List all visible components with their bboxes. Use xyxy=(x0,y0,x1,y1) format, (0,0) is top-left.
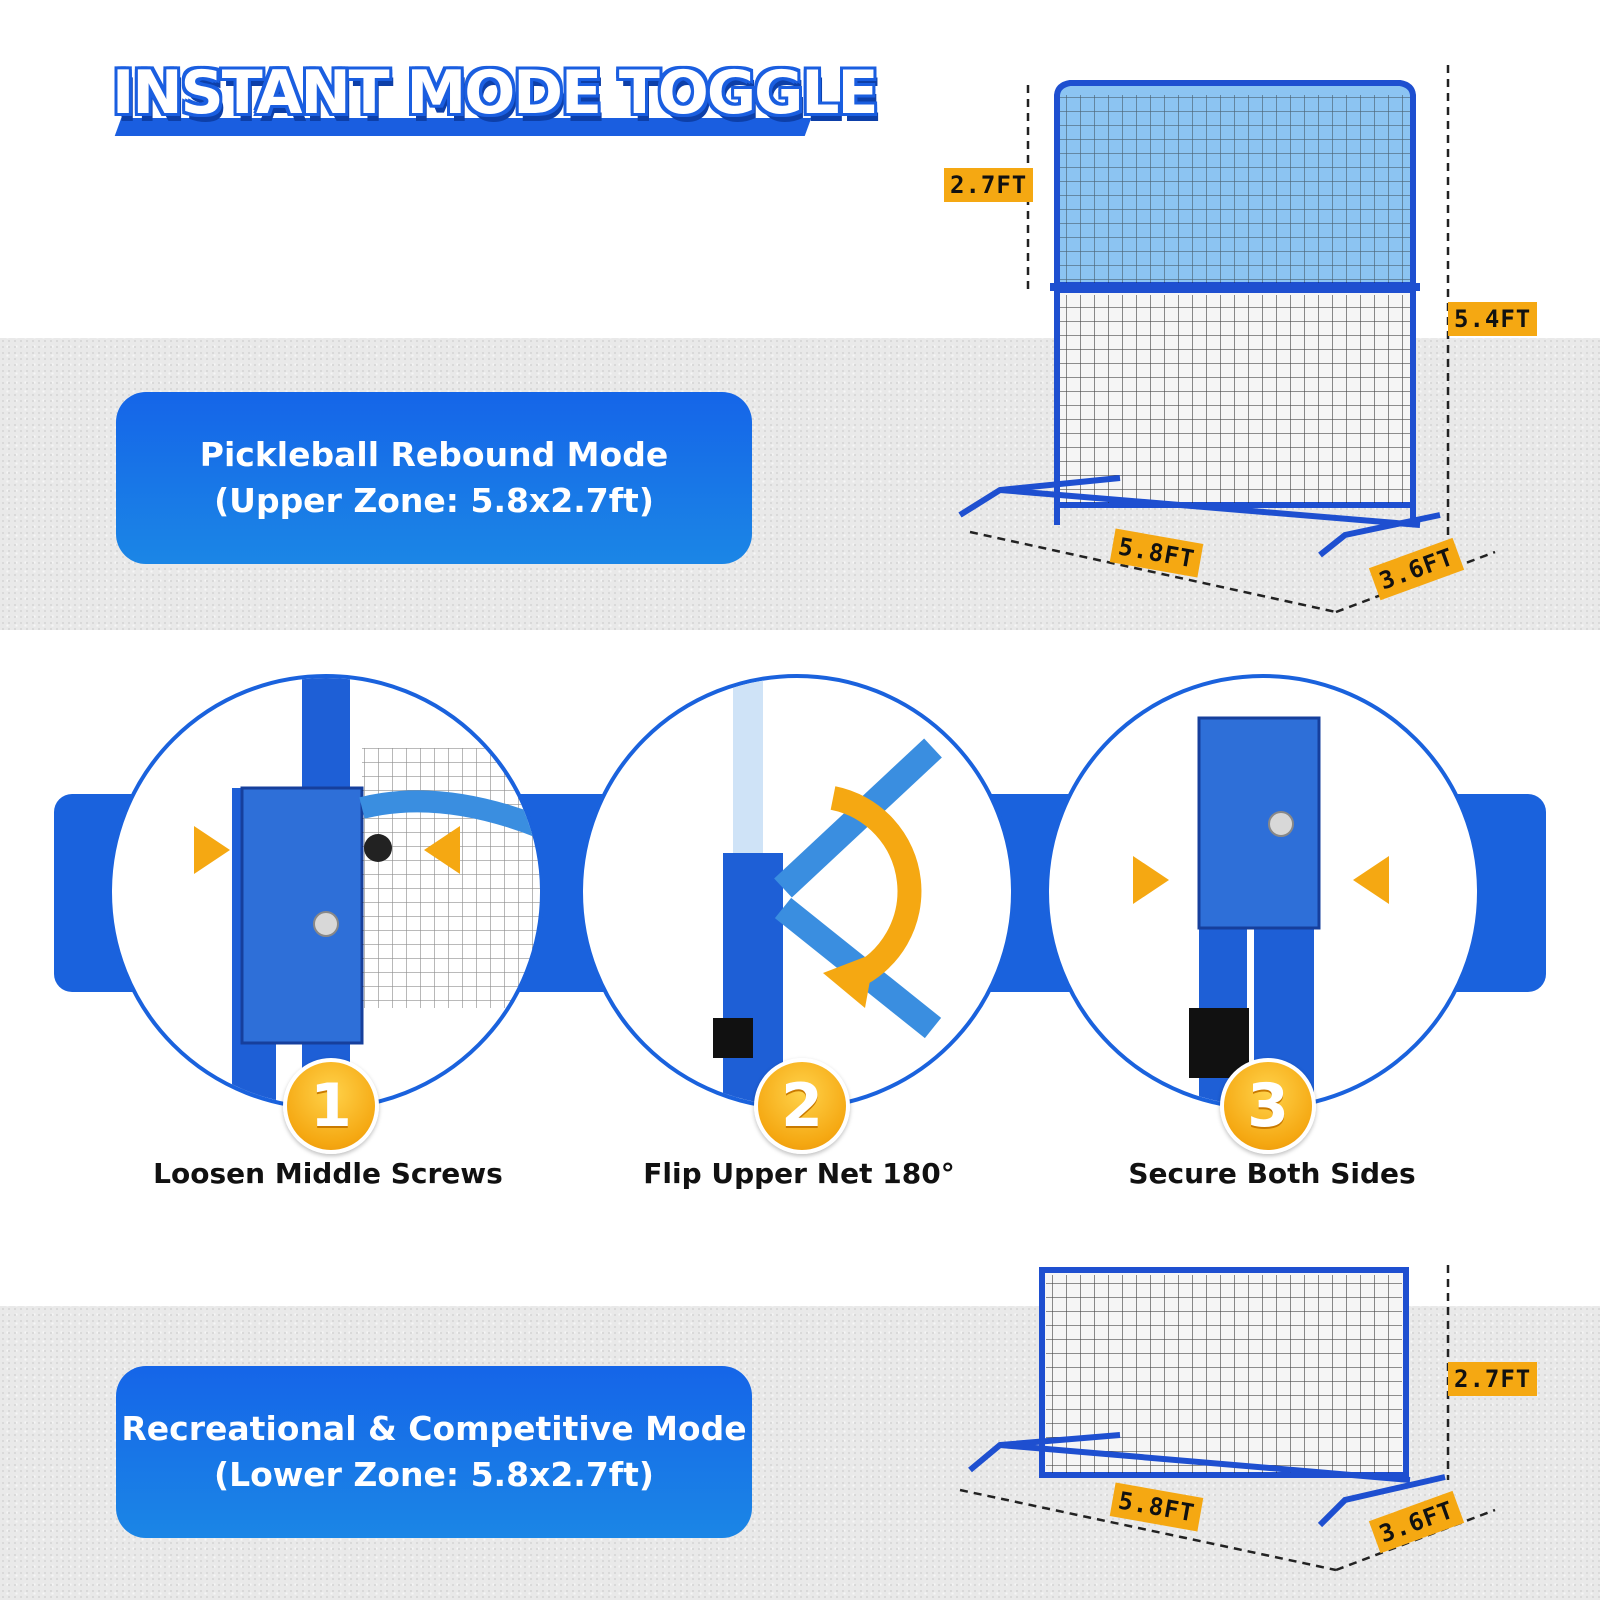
step-2-photo xyxy=(579,674,1015,1110)
rebound-net-illustration xyxy=(958,65,1496,614)
dim-upper-height: 2.7FT xyxy=(944,168,1034,202)
step-3-badge: 3 xyxy=(1220,1058,1316,1154)
step-1-badge: 1 xyxy=(283,1058,379,1154)
step-3-photo xyxy=(1045,674,1481,1110)
rebound-mode-title: Pickleball Rebound Mode xyxy=(199,435,669,474)
recreational-mode-box: Recreational & Competitive Mode (Lower Z… xyxy=(116,1366,752,1538)
recreational-mode-zone: (Lower Zone: 5.8x2.7ft) xyxy=(214,1455,654,1494)
recreational-mode-title: Recreational & Competitive Mode xyxy=(121,1409,747,1448)
step-2-label: Flip Upper Net 180° xyxy=(643,1157,955,1190)
step-3-label: Secure Both Sides xyxy=(1128,1157,1416,1190)
dim-bottom-height: 2.7FT xyxy=(1448,1362,1538,1396)
step-1-label: Loosen Middle Screws xyxy=(153,1157,503,1190)
page-title: INSTANT MODE TOGGLE xyxy=(112,58,879,128)
dim-total-height: 5.4FT xyxy=(1448,302,1538,336)
step-2-badge: 2 xyxy=(754,1058,850,1154)
recreational-net-illustration xyxy=(959,1265,1496,1572)
step-1-photo xyxy=(108,674,544,1110)
rebound-mode-box: Pickleball Rebound Mode (Upper Zone: 5.8… xyxy=(116,392,752,564)
rebound-mode-zone: (Upper Zone: 5.8x2.7ft) xyxy=(214,481,654,520)
